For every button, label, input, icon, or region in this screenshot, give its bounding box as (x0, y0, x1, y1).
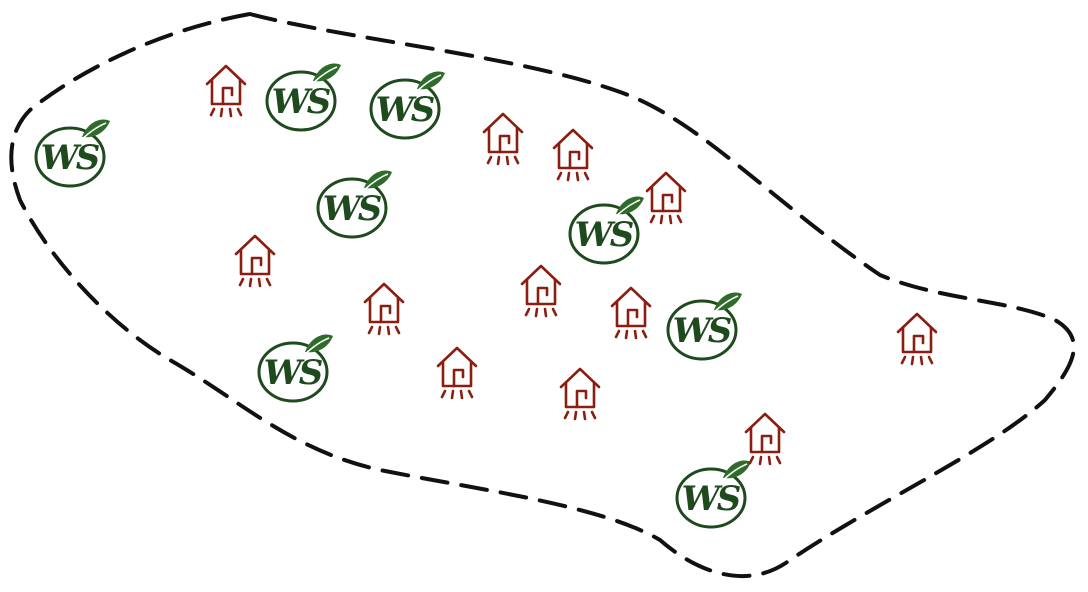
house-walls (210, 78, 242, 106)
house-door (536, 286, 549, 306)
house-base-lines (748, 455, 782, 466)
house-door (661, 193, 674, 213)
house-roof (896, 312, 938, 334)
house-walls (901, 326, 933, 354)
house-walls (368, 296, 400, 324)
ws-logo-ring (568, 203, 640, 265)
house-walls (615, 300, 647, 328)
leaf-vein (308, 66, 338, 88)
house-walls (749, 426, 781, 454)
house-door (221, 86, 234, 106)
house-roof (610, 286, 652, 308)
house-icon (205, 64, 247, 118)
house-door (912, 334, 925, 354)
house-icon (645, 171, 687, 225)
house-walls (525, 278, 557, 306)
ws-logo-text: WS (673, 311, 732, 351)
ws-logo-text: WS (323, 189, 382, 229)
house-roof (234, 234, 276, 256)
ws-logo-icon: WS (666, 292, 742, 361)
ws-logo-ring (666, 299, 738, 361)
house-walls (650, 185, 682, 213)
ws-logo-ring (34, 126, 106, 188)
house-base-lines (649, 214, 683, 225)
ws-logo-text: WS (41, 138, 100, 178)
house-roof (559, 367, 601, 389)
ws-logo-text: WS (272, 82, 331, 122)
house-walls (487, 126, 519, 154)
house-roof (520, 264, 562, 286)
house-roof (645, 171, 687, 193)
ws-logo-ring (316, 177, 388, 239)
house-base-lines (440, 389, 474, 400)
house-base-lines (209, 107, 243, 118)
leaf-vein (718, 463, 748, 485)
ws-logo-icon: WS (257, 334, 333, 403)
house-icon (436, 346, 478, 400)
house-base-lines (367, 325, 401, 336)
house-base-lines (486, 155, 520, 166)
house-base-lines (563, 410, 597, 421)
ws-logo-text: WS (575, 215, 634, 255)
house-door (568, 150, 581, 170)
house-icon (363, 282, 405, 336)
house-door (452, 368, 465, 388)
house-icon (520, 264, 562, 318)
house-icon (559, 367, 601, 421)
ws-logo-ring (257, 341, 329, 403)
house-base-lines (238, 277, 272, 288)
house-base-lines (900, 355, 934, 366)
house-base-lines (524, 307, 558, 318)
house-door (379, 304, 392, 324)
house-walls (564, 381, 596, 409)
dashed-boundary-outline (9, 11, 1076, 579)
ws-logo-icon: WS (265, 63, 341, 132)
house-door (626, 308, 639, 328)
house-roof (744, 412, 786, 434)
leaf-vein (359, 173, 389, 195)
house-base-lines (614, 329, 648, 340)
ws-logo-icon: WS (568, 196, 644, 265)
house-roof (482, 112, 524, 134)
house-icon (482, 112, 524, 166)
leaf-vein (412, 74, 442, 96)
house-door (575, 389, 588, 409)
ws-logo-ring (369, 78, 441, 140)
house-icon (896, 312, 938, 366)
leaf-vein (611, 199, 641, 221)
house-door (498, 134, 511, 154)
house-walls (557, 142, 589, 170)
ws-logo-text: WS (264, 353, 323, 393)
ws-logo-icon: WS (369, 71, 445, 140)
house-icon (610, 286, 652, 340)
house-roof (552, 128, 594, 150)
ws-logo-icon: WS (675, 460, 751, 529)
house-door (250, 256, 263, 276)
leaf-vein (300, 337, 330, 359)
house-roof (436, 346, 478, 368)
ws-logo-text: WS (682, 479, 741, 519)
house-base-lines (556, 171, 590, 182)
house-roof (205, 64, 247, 86)
house-walls (441, 360, 473, 388)
ws-logo-layer: WS WS WS WS WS WS WS WS (34, 63, 751, 529)
ws-logo-icon: WS (34, 119, 110, 188)
house-walls (239, 248, 271, 276)
ws-logo-text: WS (376, 90, 435, 130)
house-roof (363, 282, 405, 304)
ws-logo-ring (675, 467, 747, 529)
house-icon (744, 412, 786, 466)
ws-logo-ring (265, 70, 337, 132)
house-door (760, 434, 773, 454)
ws-logo-icon: WS (316, 170, 392, 239)
leaf-vein (709, 295, 739, 317)
leaf-vein (77, 122, 107, 144)
house-icon (234, 234, 276, 288)
house-layer (205, 64, 938, 466)
house-icon (552, 128, 594, 182)
